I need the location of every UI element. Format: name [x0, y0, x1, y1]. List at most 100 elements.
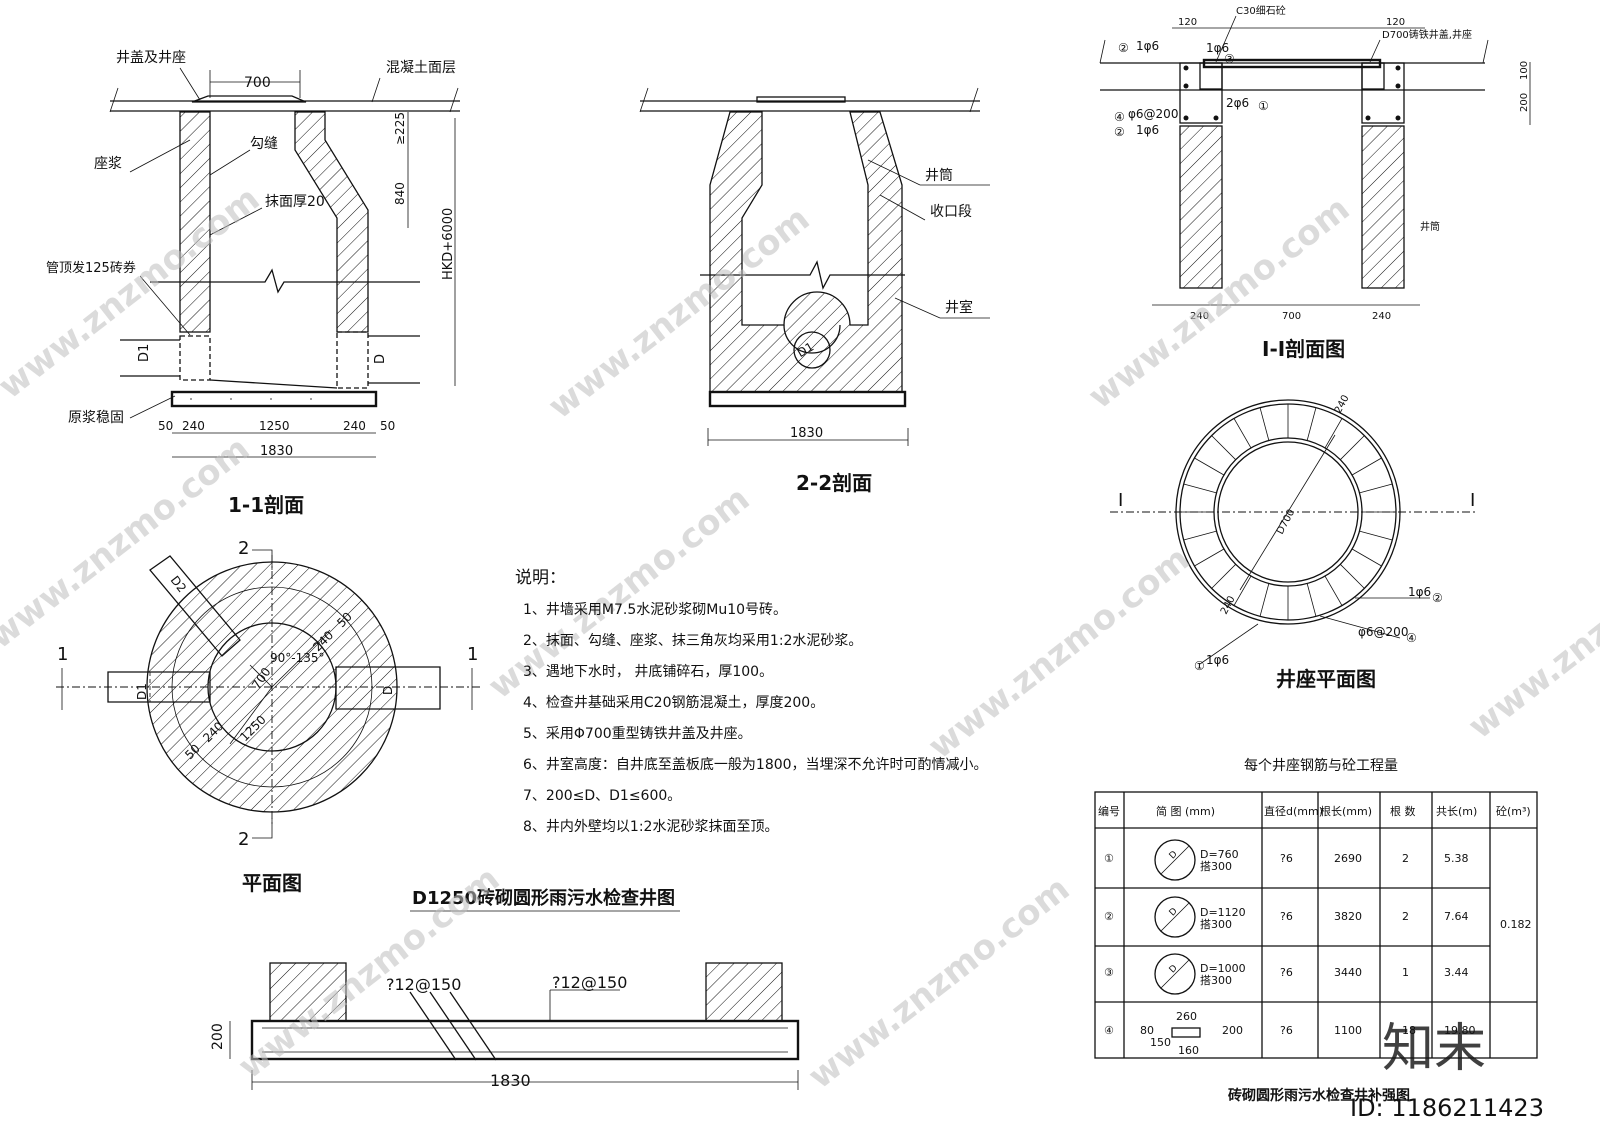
- notes-heading: 说明：: [515, 568, 566, 588]
- label-arch: 管顶发125砖券: [46, 260, 136, 276]
- ii-cover: D700铸铁井盖,井座: [1382, 28, 1472, 41]
- plan-d: D: [381, 686, 395, 695]
- note-4: 4、检查井基础采用C20钢筋混凝土，厚度200。: [523, 695, 825, 711]
- seat-tick: [1306, 407, 1317, 441]
- note-1: 1、井墙采用M7.5水泥砂浆砌Mu10号砖。: [523, 602, 788, 618]
- dim-50b: 50: [380, 419, 395, 433]
- watermark-7: www.znzmo.com: [1461, 519, 1600, 747]
- seat-tick: [1259, 583, 1270, 617]
- marker-1b: 1: [467, 644, 478, 665]
- dim-2-2-1830: 1830: [790, 426, 823, 441]
- sketch-d-symbol-2: D: [1168, 906, 1180, 918]
- table-caption: 砖砌圆形雨污水检查井补强图: [1228, 1087, 1410, 1104]
- label-pipe-d: D: [373, 354, 388, 364]
- cell-no: ①: [1104, 852, 1114, 865]
- ii-dim-240a: 240: [1190, 311, 1209, 322]
- title-seat-plan: 井座平面图: [1276, 667, 1376, 691]
- th-no: 编号: [1098, 804, 1120, 818]
- cell-dia: ?6: [1280, 852, 1293, 865]
- seat-r2: φ6@200: [1358, 625, 1408, 639]
- cell-total: 5.38: [1444, 852, 1469, 865]
- seat-tick: [1211, 564, 1236, 589]
- cell-total: 7.64: [1444, 910, 1469, 923]
- plan-d2: D2: [168, 573, 189, 595]
- dim-50a: 50: [158, 419, 173, 433]
- th-concrete: 砼(m³): [1496, 805, 1531, 818]
- cell-sketch-b: 260: [1176, 1010, 1197, 1023]
- sketch-d-symbol-3: D: [1168, 963, 1180, 975]
- section-I-I: 240 700 240 120 120 100 200 C30细石砼 D700铸…: [1099, 4, 1531, 361]
- note-7: 7、200≤D、D1≤600。: [523, 788, 682, 804]
- cell-sketch-a: 80: [1140, 1024, 1154, 1037]
- cell-sketch-b: 搭300: [1200, 974, 1232, 987]
- label-plaster: 抹面厚20: [265, 194, 325, 210]
- watermark-9: www.znzmo.com: [801, 869, 1077, 1097]
- dim-225: ≥225: [393, 112, 407, 145]
- cell-sketch-a: D=1000: [1200, 962, 1246, 975]
- seat-tick: [1211, 435, 1236, 460]
- seat-tick: [1359, 483, 1393, 494]
- note-8: 8、井内外壁均以1:2水泥砂浆抹面至顶。: [523, 819, 779, 835]
- label-chamber: 井室: [945, 299, 973, 316]
- cell-len: 3820: [1334, 910, 1362, 923]
- seat-r1: 1φ6: [1408, 585, 1431, 599]
- label-cover: 井盖及井座: [116, 50, 186, 66]
- cell-sketch-c: 150: [1150, 1036, 1171, 1049]
- cell-sketch-a: D=760: [1200, 848, 1239, 861]
- watermark-id: ID: 1186211423: [1350, 1094, 1544, 1122]
- seat-plan: I I D700 240 240 1φ6 ② φ6@200 ④ 1φ6 ① 井座…: [1110, 393, 1478, 691]
- row-sketch-circles: D D D: [1154, 839, 1201, 1038]
- ii-r1b: 1φ6: [1206, 41, 1229, 55]
- ii-n2b: ②: [1114, 125, 1125, 139]
- seat-tick: [1194, 548, 1225, 567]
- seat-tick: [1194, 457, 1225, 476]
- seat-tick: [1359, 530, 1393, 541]
- seat-tick: [1340, 564, 1365, 589]
- seat-n2: ②: [1432, 591, 1443, 605]
- title-plan: 平面图: [242, 871, 302, 895]
- ii-r2: 2φ6: [1226, 96, 1249, 110]
- marker-2a: 2: [238, 538, 249, 559]
- seat-r3: 1φ6: [1206, 653, 1229, 667]
- seat-tick: [1340, 435, 1365, 460]
- ii-c30: C30细石砼: [1236, 4, 1286, 17]
- ii-r1: 1φ6: [1136, 39, 1159, 53]
- watermark-logo: 知末: [1382, 1019, 1486, 1079]
- seat-n1: ①: [1194, 659, 1205, 673]
- seat-n4: ④: [1406, 631, 1417, 645]
- cell-total: 19.80: [1444, 1024, 1476, 1037]
- title-section-2-2: 2-2剖面: [796, 471, 872, 495]
- ii-n4: ④: [1114, 110, 1125, 124]
- plan-view: 1 1 2 2 D1 D D2 90°-135° 240 50 240 50 7…: [56, 538, 480, 895]
- label-pipe-d1: D1: [137, 344, 152, 362]
- label-shaft: 井筒: [925, 167, 953, 184]
- plan-angle: 90°-135°: [270, 651, 325, 665]
- cell-count: 18: [1402, 1024, 1416, 1037]
- note-5: 5、采用Φ700重型铸铁井盖及井座。: [523, 726, 752, 742]
- seat-tick: [1324, 418, 1343, 449]
- cell-len: 1100: [1334, 1024, 1362, 1037]
- fdn-rebar-a: ?12@150: [386, 975, 461, 994]
- notes-panel: 说明： 1、井墙采用M7.5水泥砂浆砌Mu10号砖。 2、抹面、勾缝、座浆、抹三…: [515, 565, 1055, 843]
- seat-d700: D700: [1275, 508, 1297, 537]
- seat-tick: [1233, 575, 1252, 606]
- ii-n1: ①: [1258, 99, 1269, 113]
- th-dia: 直径d(mm): [1264, 804, 1323, 818]
- ii-n2: ②: [1118, 41, 1129, 55]
- cell-sketch-b: 搭300: [1200, 918, 1232, 931]
- seat-tick: [1351, 548, 1382, 567]
- th-count: 根 数: [1390, 804, 1416, 818]
- label-mortar-bed: 座浆: [94, 156, 122, 172]
- plan-d1: D1: [135, 683, 149, 700]
- ii-r4: 1φ6: [1136, 123, 1159, 137]
- note-2: 2、抹面、勾缝、座浆、抹三角灰均采用1:2水泥砂浆。: [523, 633, 863, 649]
- dim-1250: 1250: [259, 419, 290, 433]
- section-1-1: 700 ≥225 840 HKD+6000 50 240 1250 240 50…: [46, 50, 460, 517]
- marker-1a: 1: [57, 644, 68, 665]
- title-section-I-I: I-I剖面图: [1262, 337, 1345, 361]
- label-stabilize: 原浆稳固: [68, 410, 124, 426]
- ii-dim-240b: 240: [1372, 311, 1391, 322]
- cell-total: 3.44: [1444, 966, 1469, 979]
- ii-r3: φ6@200: [1128, 107, 1178, 121]
